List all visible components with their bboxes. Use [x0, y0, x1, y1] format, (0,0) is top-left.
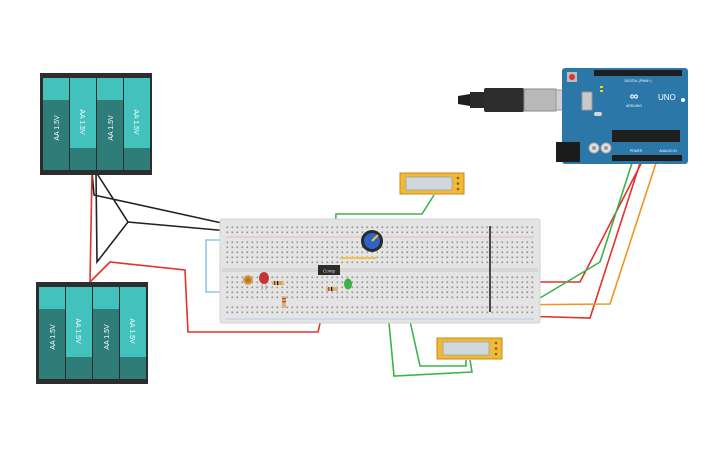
battery-cell[interactable]: AA 1.5V: [43, 78, 69, 170]
battery-cell-label: AA 1.5V: [54, 115, 61, 141]
battery-cell[interactable]: AA 1.5V: [120, 287, 146, 379]
battery-cell[interactable]: AA 1.5V: [66, 287, 92, 379]
battery-cell-label: AA 1.5V: [104, 324, 111, 350]
ldr-sensor[interactable]: [243, 275, 253, 285]
power-jack[interactable]: [556, 142, 580, 162]
green-led[interactable]: [344, 278, 352, 290]
battery-cell[interactable]: AA 1.5V: [93, 287, 119, 379]
black-wire-1[interactable]: [91, 171, 241, 228]
power-header-label: POWER: [630, 149, 643, 153]
battery-cell[interactable]: AA 1.5V: [124, 78, 150, 170]
red-wire-1[interactable]: [89, 171, 93, 283]
power-rail-bottom[interactable]: [226, 306, 534, 316]
digital-header-label: DIGITAL (PWM~): [624, 79, 651, 83]
red-wire-arduino-2[interactable]: [519, 159, 642, 319]
black-wire-3[interactable]: [95, 171, 129, 265]
display-module-bottom[interactable]: [436, 337, 503, 360]
battery-cell-label: AA 1.5V: [128, 318, 135, 344]
display-module-top[interactable]: [399, 172, 465, 195]
potentiometer[interactable]: [361, 230, 383, 252]
battery-pack-top[interactable]: AA 1.5V AA 1.5V AA 1.5V AA 1.5V: [40, 73, 152, 175]
arduino-uno-board[interactable]: DIGITAL (PWM~) ∞ UNO ARDUINO POWER ANALO…: [556, 68, 688, 164]
green-wire-arduino[interactable]: [519, 159, 634, 311]
battery-cell[interactable]: AA 1.5V: [70, 78, 96, 170]
resistor-3[interactable]: [326, 287, 338, 291]
battery-cell-label: AA 1.5V: [132, 109, 139, 135]
power-analog-header[interactable]: [612, 155, 682, 161]
arduino-model-label: UNO: [658, 93, 676, 102]
arduino-brand-label: ARDUINO: [626, 104, 642, 108]
analog-header-label: ANALOG IN: [659, 149, 677, 153]
breadboard[interactable]: [219, 218, 541, 324]
green-wire-bottom-sensor[interactable]: [387, 311, 473, 377]
microcontroller-chip: [612, 130, 680, 142]
battery-cell-label: AA 1.5V: [108, 115, 115, 141]
digital-header[interactable]: [594, 70, 682, 76]
battery-cell-label: AA 1.5V: [74, 318, 81, 344]
battery-cell[interactable]: AA 1.5V: [97, 78, 123, 170]
battery-cell[interactable]: AA 1.5V: [39, 287, 65, 379]
red-wire-2[interactable]: [89, 261, 327, 333]
resistor-2[interactable]: [282, 296, 286, 308]
comparator-ic[interactable]: Comp: [318, 265, 340, 275]
power-rail-top[interactable]: [226, 224, 534, 234]
ic-label: Comp: [323, 269, 336, 274]
battery-pack-bottom[interactable]: AA 1.5V AA 1.5V AA 1.5V AA 1.5V: [36, 282, 148, 384]
battery-cell-label: AA 1.5V: [50, 324, 57, 350]
battery-cell-label: AA 1.5V: [78, 109, 85, 135]
terminal-strip-bottom[interactable]: [226, 274, 534, 300]
red-led[interactable]: [259, 272, 269, 290]
green-wire-bottom-sensor-2[interactable]: [407, 311, 467, 367]
resistor-1[interactable]: [272, 281, 284, 285]
arduino-logo-icon: ∞: [630, 89, 639, 103]
